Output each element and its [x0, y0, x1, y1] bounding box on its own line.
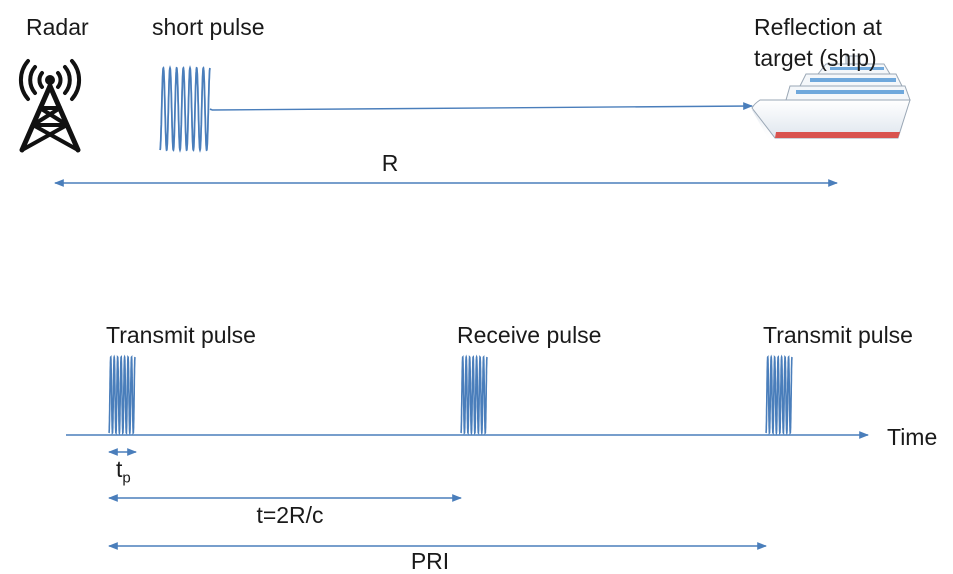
tp-label: tp — [116, 456, 131, 492]
transmit-pulse-wave-1 — [108, 354, 136, 436]
time-axis-label: Time — [887, 424, 938, 450]
ship-icon — [751, 55, 911, 142]
target-label-line2: target (ship) — [754, 45, 877, 71]
propagation-arrow — [211, 102, 753, 111]
tp-label-main: t — [116, 456, 123, 482]
transmit-pulse-label-1: Transmit pulse — [106, 322, 256, 348]
tp-label-subscript: p — [122, 469, 131, 487]
transmit-pulse-wave-2 — [765, 354, 793, 436]
transmit-pulse-label-2: Transmit pulse — [763, 322, 913, 348]
target-label-line1: Reflection at — [754, 14, 882, 40]
short-pulse-wave — [159, 65, 213, 153]
receive-pulse-wave — [460, 354, 488, 436]
radar-label: Radar — [26, 14, 89, 40]
radar-tower-icon — [18, 59, 82, 153]
round-trip-label: t=2R/c — [256, 502, 324, 528]
pri-label: PRI — [410, 548, 450, 574]
range-label: R — [381, 150, 399, 176]
short-pulse-label: short pulse — [152, 14, 265, 40]
receive-pulse-label: Receive pulse — [457, 322, 602, 348]
